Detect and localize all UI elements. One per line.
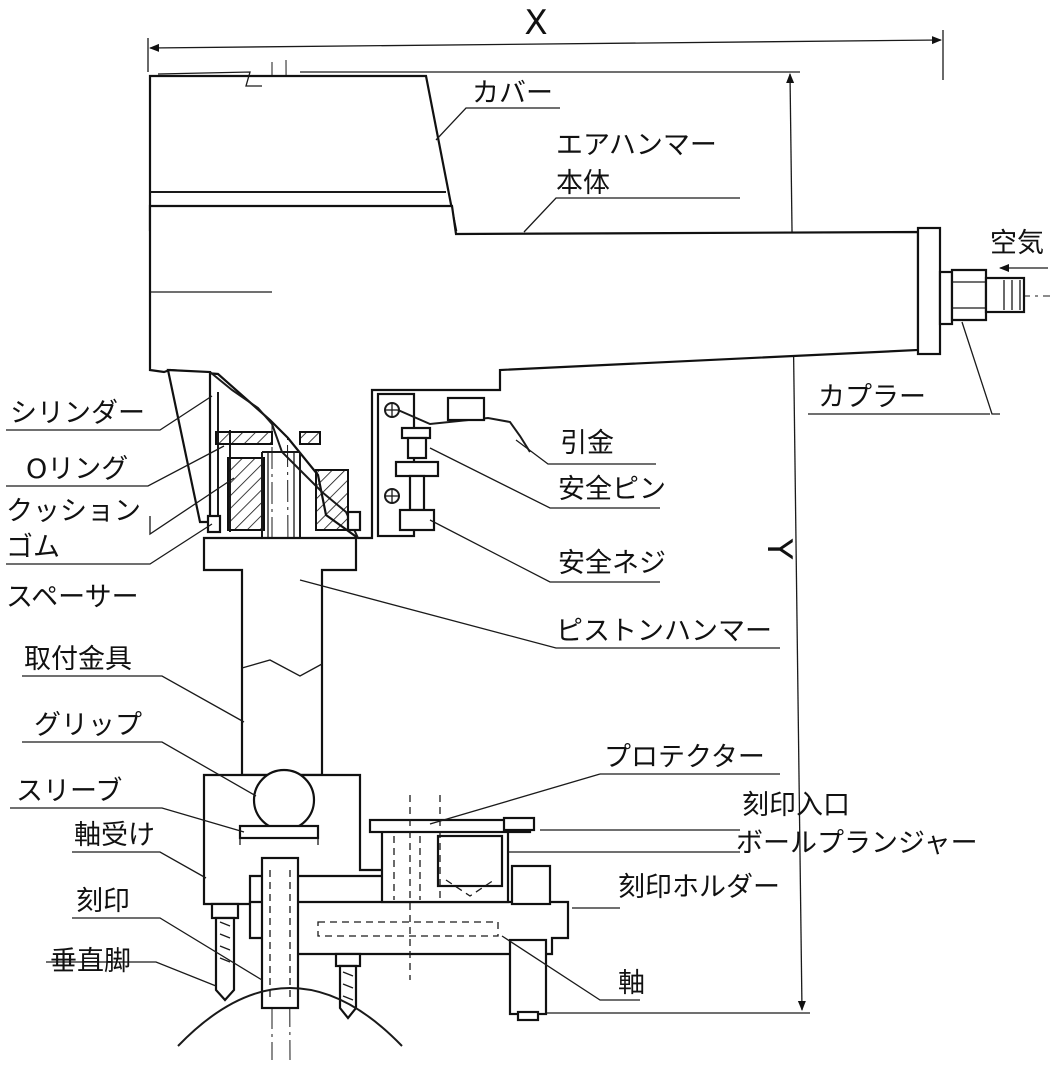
stamp-holder-side-block xyxy=(510,864,552,906)
labels: カバー エアハンマー 本体 空気 カプラー 引金 安全ピン 安全ネジ ピストンハ… xyxy=(6,78,1044,999)
label-bearing: 軸受け xyxy=(74,820,155,851)
stamp xyxy=(260,856,300,1010)
vertical-leg-right xyxy=(334,952,362,1020)
label-air-hammer-body-line2: 本体 xyxy=(556,168,610,199)
label-trigger: 引金 xyxy=(560,428,614,459)
label-spacer: スペーサー xyxy=(6,582,139,613)
label-grip: グリップ xyxy=(34,710,142,741)
protector xyxy=(368,816,536,834)
cover xyxy=(148,71,458,232)
shaft xyxy=(409,795,548,1022)
mounting-bracket xyxy=(202,536,358,777)
label-sleeve: スリーブ xyxy=(16,776,122,807)
label-safety-screw: 安全ネジ xyxy=(558,548,666,579)
workpiece-arc xyxy=(177,987,403,1047)
label-air: 空気 xyxy=(990,228,1044,259)
label-coupler: カプラー xyxy=(818,382,926,413)
dimension-y: Y xyxy=(300,71,810,1014)
dimension-y-label: Y xyxy=(759,538,799,560)
dimension-x: X xyxy=(147,3,944,80)
label-mounting-bracket: 取付金具 xyxy=(24,644,132,675)
label-air-hammer-body-line1: エアハンマー xyxy=(556,130,717,161)
label-stamp: 刻印 xyxy=(76,886,130,917)
o-ring xyxy=(215,431,321,445)
label-cover: カバー xyxy=(472,78,553,109)
ball-plunger xyxy=(380,828,510,904)
sleeve xyxy=(238,824,320,850)
label-safety-pin: 安全ピン xyxy=(558,474,666,505)
cushion-rubber xyxy=(227,457,349,531)
label-vertical-leg: 垂直脚 xyxy=(50,946,131,977)
leader-lines xyxy=(6,107,1048,1001)
vertical-leg-left xyxy=(210,902,240,1002)
safety-pin xyxy=(400,426,432,460)
spacer xyxy=(206,510,362,534)
safety-screw xyxy=(394,460,440,532)
label-cushion-rubber-line2: ゴム xyxy=(6,532,60,563)
label-stamp-inlet: 刻印入口 xyxy=(742,790,850,821)
grip xyxy=(252,768,316,832)
label-protector: プロテクター xyxy=(604,742,765,773)
label-o-ring: Oリング xyxy=(26,454,128,485)
dimension-x-label: X xyxy=(524,3,547,43)
trigger-mechanism xyxy=(376,392,531,538)
label-piston-hammer: ピストンハンマー xyxy=(556,616,772,647)
label-cylinder: シリンダー xyxy=(10,398,145,429)
stamp-holder xyxy=(248,900,570,956)
label-cushion-rubber-line1: クッション xyxy=(6,496,141,527)
coupler xyxy=(938,268,1026,326)
label-ball-plunger: ボールプランジャー xyxy=(736,828,978,859)
label-stamp-holder: 刻印ホルダー xyxy=(618,872,780,903)
label-shaft: 軸 xyxy=(618,968,645,999)
